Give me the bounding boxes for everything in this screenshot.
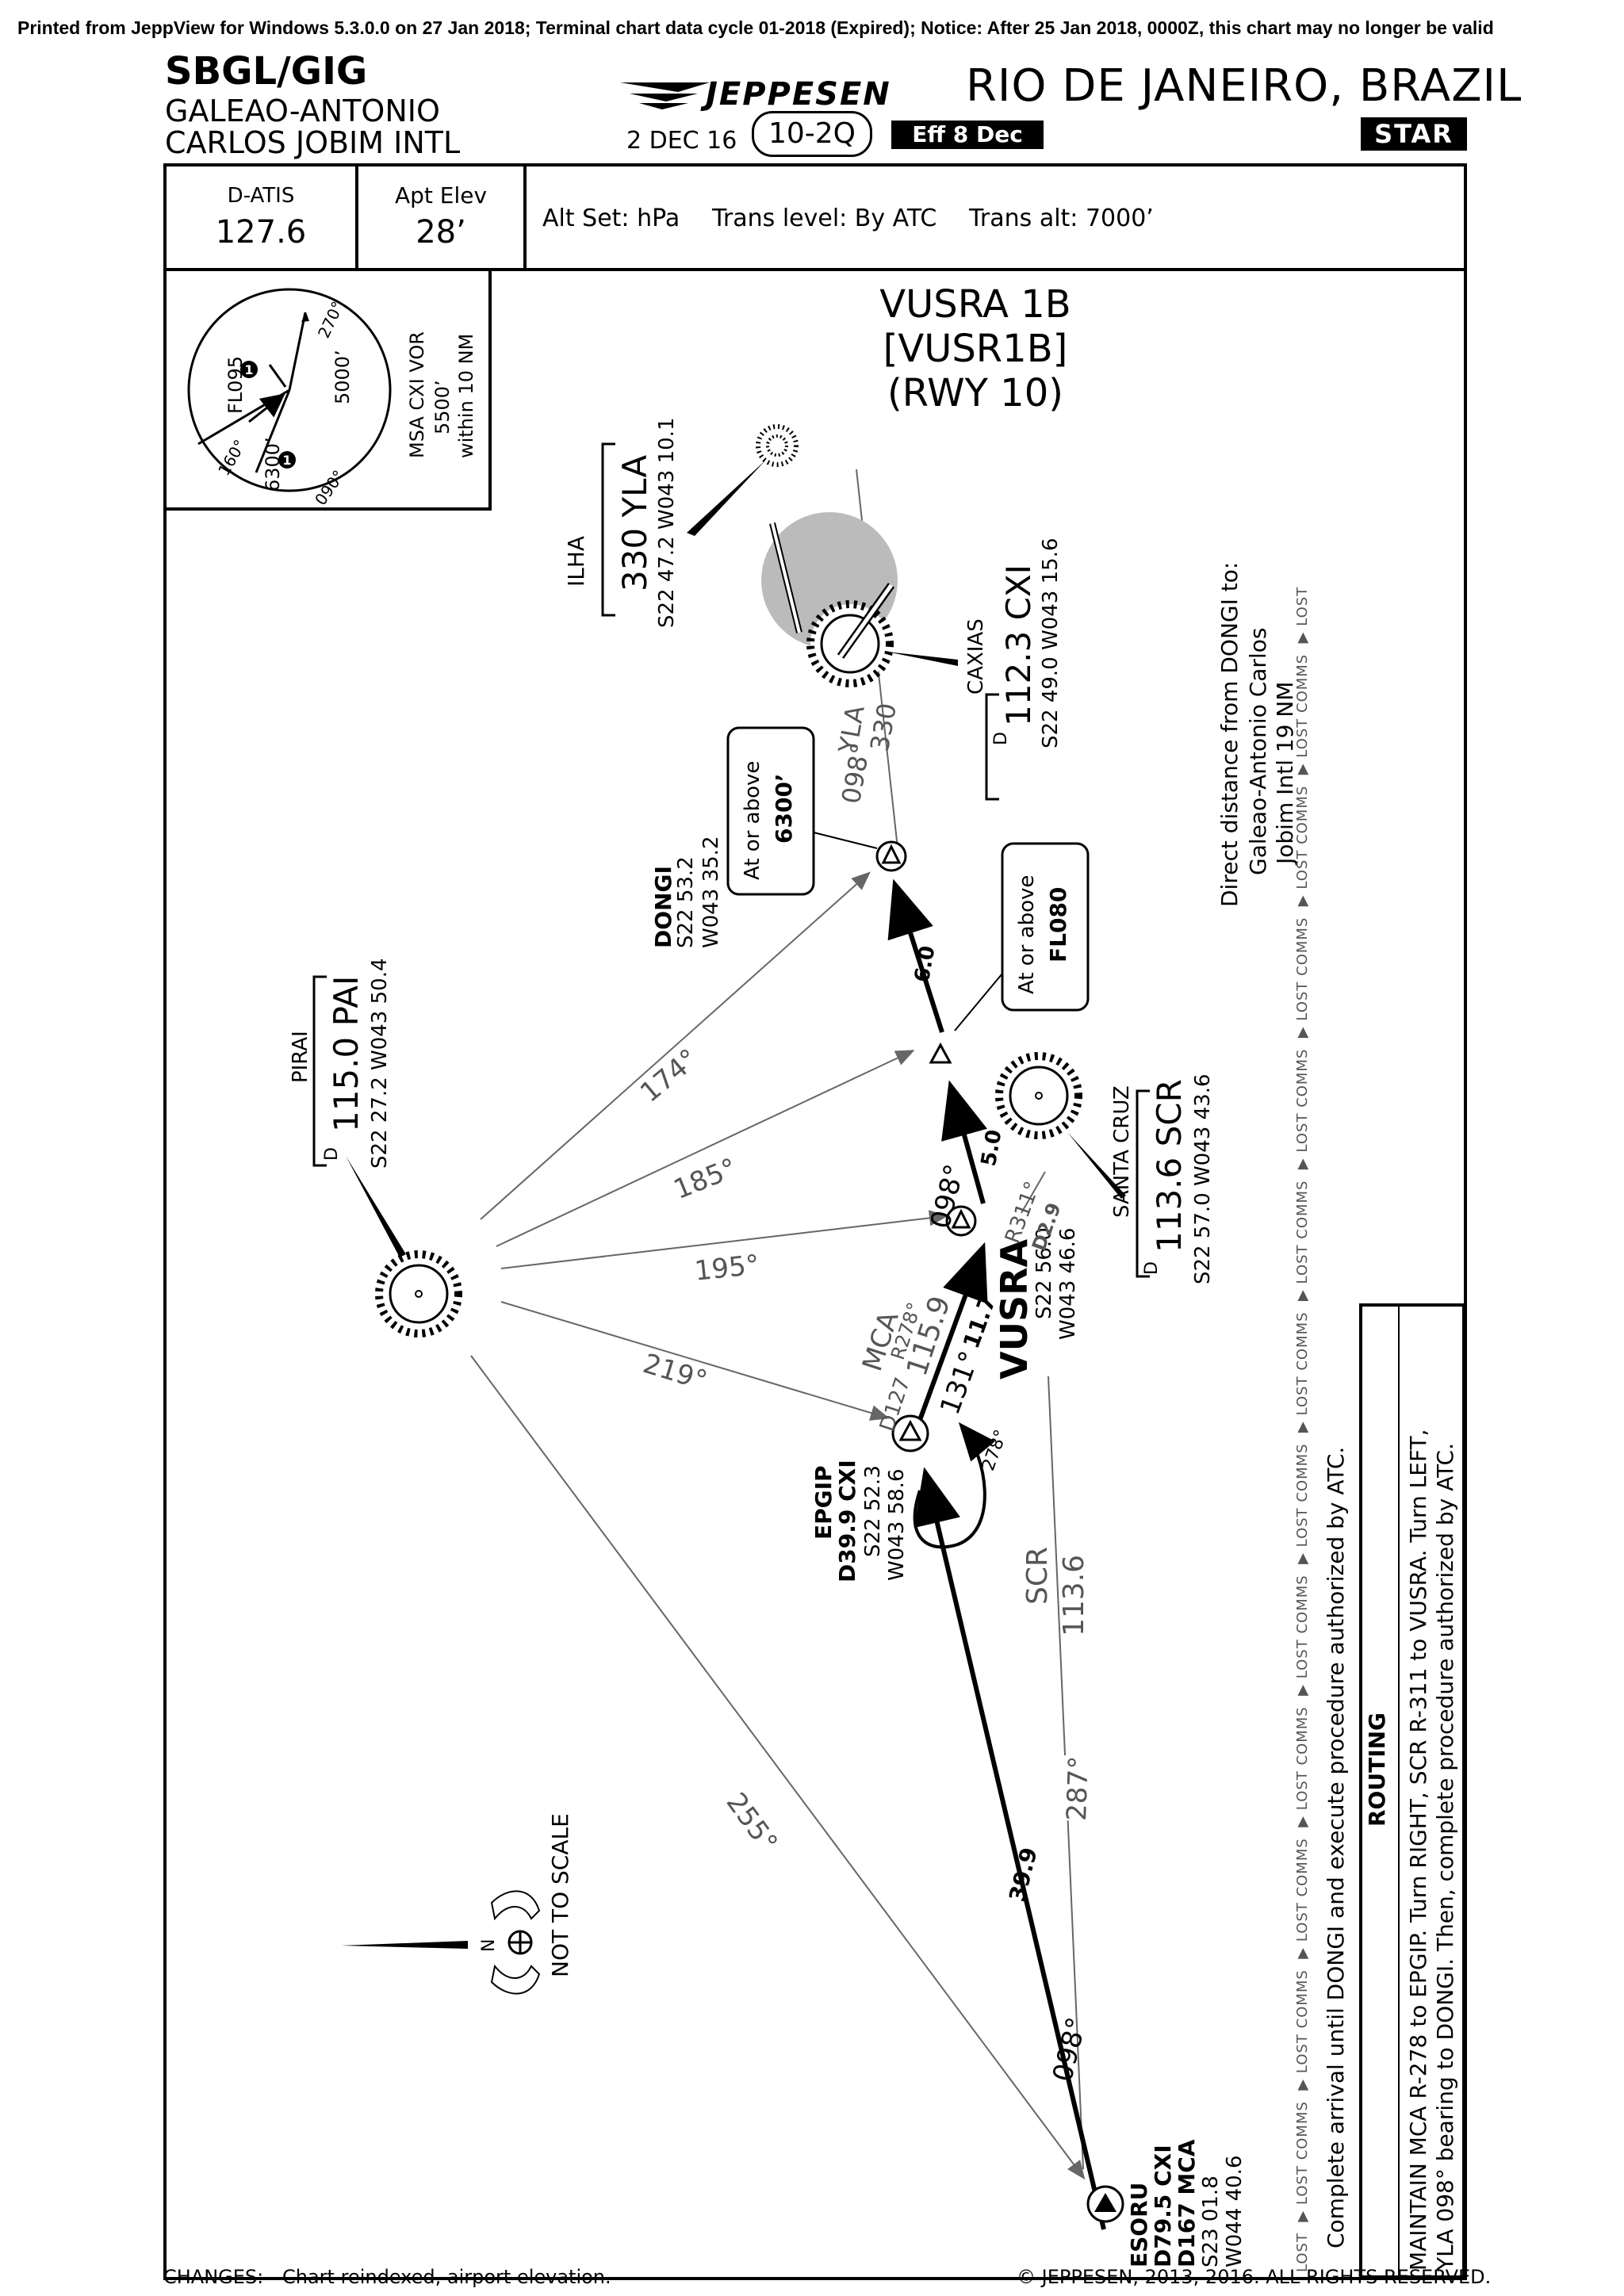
dongi-fix-symbol [875, 840, 907, 872]
datis-value: 127.6 [215, 214, 307, 251]
info-strip-divider [163, 268, 1467, 271]
not-to-scale: NOT TO SCALE [547, 1813, 573, 1977]
pirai-freq-id: 115.0 PAI [327, 975, 366, 1132]
svg-text:1: 1 [282, 453, 291, 468]
elevation-value: 28’ [416, 214, 466, 251]
jeppesen-logo-icon [620, 82, 710, 109]
airport-name-line2: CARLOS JOBIM INTL [165, 125, 461, 160]
pirai-dme-marker: D [322, 1147, 342, 1161]
caxias-dme-marker: D [991, 732, 1011, 745]
santa-cruz-name: SANTA CRUZ [1110, 1085, 1134, 1218]
ilha-ndb-symbol [687, 424, 799, 536]
fl080-fix-symbol [929, 1042, 952, 1064]
lost-comms-strip: LOST ▶ LOST COMMS ▶ LOST COMMS ▶ LOST CO… [1294, 586, 1311, 2272]
print-banner: Printed from JeppView for Windows 5.3.0.… [17, 17, 1494, 38]
ilha-coords: S22 47.2 W043 10.1 [655, 417, 679, 629]
lost-comms-text: Complete arrival until DONGI and execute… [1323, 1446, 1349, 2248]
routing-line2: YLA 098° bearing to DONGI. Then, complet… [1432, 1443, 1458, 2271]
brand-name: JEPPESEN [706, 76, 891, 113]
direct-distance-line2: Galeao-Antonio Carlos [1245, 627, 1271, 875]
msa-diagram: 1 1 [187, 288, 392, 492]
procedure-code: [VUSR1B] [883, 327, 1068, 371]
esoru-fix-symbol [1086, 2185, 1124, 2223]
changes-text: Chart reindexed, airport elevation. [282, 2266, 611, 2288]
transition-altitude: Trans alt: 7000’ [969, 205, 1154, 232]
airport-name-line1: GALEAO-ANTONIO [165, 94, 440, 128]
elevation-label: Apt Elev [394, 182, 488, 209]
transition-level: Trans level: By ATC [712, 205, 937, 232]
procedure-name: VUSRA 1B [879, 282, 1071, 327]
scr-ident: SCR [1021, 1546, 1054, 1605]
pirai-name: PIRAI [289, 1031, 312, 1083]
routing-line1: MAINTAIN MCA R-278 to EPGIP. Turn RIGHT,… [1405, 1429, 1431, 2271]
north-arrow-icon [341, 1890, 541, 1995]
radial-287: 287° [1061, 1755, 1095, 1822]
chart-date: 2 DEC 16 [626, 127, 737, 155]
pirai-coords: S22 27.2 W043 50.4 [368, 958, 392, 1169]
datis-label: D-ATIS [227, 184, 295, 208]
vusra-name: VUSRA [993, 1238, 1036, 1380]
altimeter-setting: Alt Set: hPa [542, 205, 680, 232]
pirai-vor-symbol [346, 1156, 462, 1337]
msa-box [163, 268, 492, 511]
north-label: N [479, 1938, 499, 1952]
fl080-restriction-line1: At or above [1015, 874, 1039, 994]
scr-frequency: 113.6 [1058, 1554, 1090, 1636]
epgip-lat: S22 52.3 [861, 1465, 885, 1557]
dongi-restriction-line2: 6300’ [771, 773, 797, 844]
chart-type-badge: STAR [1361, 117, 1467, 151]
epgip-lon: W043 58.6 [885, 1468, 909, 1582]
copyright: © JEPPESEN, 2013, 2016. ALL RIGHTS RESER… [1017, 2266, 1492, 2288]
santa-cruz-freq-id: 113.6 SCR [1150, 1079, 1189, 1253]
caxias-name: CAXIAS [964, 618, 988, 695]
santa-cruz-dme-marker: D [1142, 1261, 1162, 1275]
epgip-fix-symbol [891, 1414, 929, 1452]
santa-cruz-vor-symbol [995, 1052, 1126, 1199]
esoru-dme-2: D167 MCA [1174, 2139, 1200, 2267]
vusra-lon: W043 46.6 [1056, 1227, 1080, 1341]
fl080-restriction-box [1001, 842, 1090, 1012]
ilha-freq-id: 330 YLA [615, 454, 654, 591]
direct-distance-line1: Direct distance from DONGI to: [1216, 561, 1243, 907]
caxias-freq-id: 112.3 CXI [999, 564, 1038, 726]
dongi-restriction-box [726, 726, 815, 896]
esoru-name: ESORU [1126, 2182, 1152, 2267]
chart-index: 10-2Q [752, 111, 872, 157]
vusra-fix-symbol [945, 1205, 977, 1237]
effective-date: Eff 8 Dec [891, 121, 1044, 149]
routing-box [1359, 1303, 1465, 2279]
procedure-runway: (RWY 10) [887, 371, 1063, 415]
airport-code: SBGL/GIG [165, 49, 368, 94]
info-divider-2 [523, 163, 527, 270]
dongi-restriction-line1: At or above [741, 760, 764, 880]
changes-label: CHANGES: [163, 2266, 264, 2288]
dongi-name: DONGI [650, 866, 676, 948]
esoru-lat: S23 01.8 [1199, 2175, 1223, 2267]
epgip-dme: D39.9 CXI [834, 1460, 860, 1582]
caxias-coords: S22 49.0 W043 15.6 [1039, 538, 1063, 749]
dongi-lon: W043 35.2 [699, 836, 723, 949]
esoru-dme-1: D79.5 CXI [1150, 2145, 1176, 2267]
city-name: RIO DE JANEIRO, BRAZIL [966, 60, 1522, 112]
ilha-name: ILHA [563, 535, 589, 587]
routing-title: ROUTING [1364, 1712, 1390, 1827]
info-divider-1 [355, 163, 358, 270]
santa-cruz-coords: S22 57.0 W043 43.6 [1191, 1073, 1215, 1285]
fl080-restriction-line2: FL080 [1045, 886, 1071, 962]
epgip-name: EPGIP [810, 1465, 837, 1540]
svg-text:1: 1 [244, 362, 253, 377]
esoru-lon: W044 40.6 [1223, 2155, 1247, 2268]
radial-195: 195° [693, 1249, 761, 1288]
dongi-lat: S22 53.2 [674, 856, 698, 948]
caxias-vor-symbol [806, 583, 958, 687]
